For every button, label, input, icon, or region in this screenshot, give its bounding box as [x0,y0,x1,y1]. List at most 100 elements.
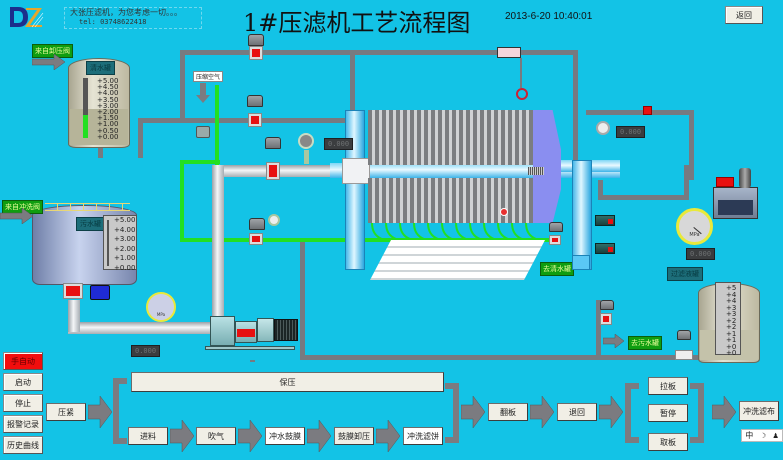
sewage-valve[interactable] [600,313,612,325]
sample-valve-icon[interactable] [500,208,508,216]
step-feed[interactable]: 进料 [128,427,168,445]
compressed-air-label: 压缩空气 [193,71,224,82]
flow-arrow-icon [307,420,331,452]
wash-valve-actuator [249,218,265,230]
flow-arrow-icon [238,420,262,452]
flow-arrow-icon [376,420,400,452]
pump-motor-1[interactable] [595,215,615,226]
scale-tick: +2 [726,316,737,325]
step-hold-pressure[interactable]: 保压 [131,372,444,392]
sewage-tank-rail [45,203,130,211]
filtrate-valve[interactable] [675,350,693,360]
press-head-plate [342,158,370,184]
air-valve[interactable] [248,113,262,127]
mid-valve-actuator [247,95,263,107]
scale-tick: +1 [726,336,737,344]
sewage-outlet-valve[interactable] [63,283,83,299]
scale-tick: +3.00 [97,101,119,110]
step-blow[interactable]: 吹气 [196,427,236,445]
bracket-left-1 [113,378,127,444]
left-gauge-unit: MPa [156,312,166,317]
back-button[interactable]: 返回 [725,6,763,24]
to-clear-tank-label: 去清水罐 [540,262,574,276]
scale-tick: +3.50 [97,95,119,104]
step-wash-cake[interactable]: 冲洗滤饼 [403,427,443,445]
manual-auto-button[interactable]: 手自动 [3,352,43,370]
pipe-bottom-left-v [300,240,305,360]
flow-arrow-icon [461,396,485,428]
pipe-right-loop-up [684,165,689,200]
alarm-log-button[interactable]: 报警记录 [3,415,43,433]
step-press[interactable]: 压紧 [46,403,86,421]
scale-tick: +0.00 [97,132,119,141]
sewage-tank-label: 污水罐 [76,217,105,231]
pipe-bottom-edge [250,360,255,362]
step-pull-plate[interactable]: 拉板 [648,377,688,395]
clear-water-tank [68,58,130,148]
pipe-press-vert [350,55,355,110]
pipe-right-loop-v [598,180,603,200]
scale-tick: +4.00 [114,225,136,234]
cake-tray [370,240,545,280]
right-pressure-gauge [596,121,610,135]
wash-valve[interactable] [249,233,263,245]
step-flip-plate[interactable]: 翻板 [488,403,528,421]
filter-plates-bottom [368,178,533,223]
step-wash-cloth[interactable]: 冲洗滤布 [739,401,779,421]
to-sewage-arrow-icon [603,334,625,348]
compressor-red-valves[interactable] [716,177,734,187]
history-curve-button[interactable]: 历史曲线 [3,436,43,454]
right-dial-gauge: MPa [676,208,713,245]
top-valve[interactable] [249,46,263,60]
drain-valve[interactable] [549,235,561,245]
stop-button[interactable]: 停止 [3,394,43,412]
filtrate-tank-scale-panel: +5+4+4+3+3+2+2+1+1+0+0 [715,282,741,357]
datetime: 2013-6-20 10:40:01 [505,11,593,22]
clear-tank-level-bar [83,78,88,138]
feed-pump[interactable] [205,316,300,350]
logo [8,5,44,29]
press-left-frame [345,110,365,270]
scale-tick: +1.00 [97,120,119,129]
handwheel-valve-icon[interactable] [516,88,528,100]
handwheel-pipe [520,58,522,88]
scale-tick: +4.50 [97,83,119,92]
ime-lang[interactable]: 中 [745,431,754,440]
scale-tick: +3.00 [114,235,136,243]
scale-tick: +0.50 [97,126,119,135]
drip-lines [371,223,537,240]
scale-tick: +2 [726,323,737,331]
wash-inflow-arrow-icon [0,208,34,224]
bracket-left-2 [625,383,639,443]
scale-tick: +4 [726,297,737,305]
green-pipe-bottom [180,238,555,242]
moon-icon[interactable]: ☽ [759,431,766,440]
clear-tank-label: 清水罐 [86,61,115,75]
pump-motor-2[interactable] [595,243,615,254]
flow-arrow-icon [712,396,736,428]
scale-tick: +5 [726,284,737,292]
air-compressor [713,187,758,219]
scale-tick: +2.00 [114,244,136,253]
feed-pressure-readout: 0.000 [324,138,354,150]
flow-arrow-icon [599,396,623,428]
user-icon[interactable]: ♟ [772,431,779,440]
flow-arrow-icon [88,396,112,428]
step-diaphragm-squeeze[interactable]: 鼓膜卸压 [334,427,374,445]
scale-tick: +3 [726,303,737,312]
pipe-top-right-down [573,50,578,160]
ime-toolbar[interactable]: 中 ☽ ♟ [741,429,783,442]
red-valve-right-top[interactable] [643,106,652,115]
step-retract[interactable]: 退回 [557,403,597,421]
feed-valve[interactable] [266,162,280,180]
green-pipe-left-down [180,160,184,242]
start-button[interactable]: 启动 [3,373,43,391]
pipe-bottom-right [300,355,700,360]
bracket-right-2 [690,383,704,443]
step-take-plate[interactable]: 取板 [648,433,688,451]
step-pause[interactable]: 暂停 [648,404,688,422]
air-solenoid [196,126,210,138]
top-solenoid[interactable] [497,47,521,58]
step-flush-diaphragm[interactable]: 冲水鼓膜 [265,427,305,445]
clear-tank-level-fill [83,115,88,138]
